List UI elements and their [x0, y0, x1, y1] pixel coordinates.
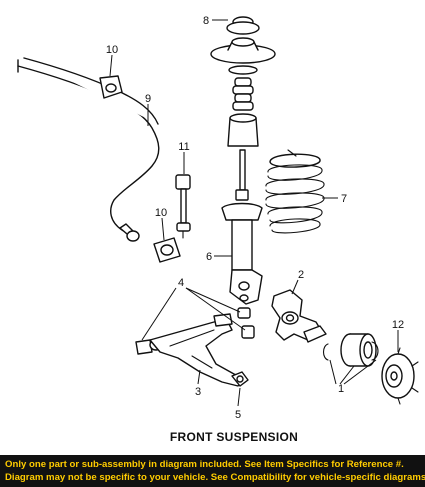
- leader-lines: [109, 19, 399, 407]
- callout-5: 5: [235, 409, 241, 421]
- disclaimer-banner: Only one part or sub-assembly in diagram…: [0, 455, 425, 487]
- callout-1: 1: [338, 383, 344, 395]
- wheel-bearing: [322, 333, 379, 367]
- callout-labels: 1 2 3 4 5 6 7 8 9 10 10 11 12: [106, 15, 404, 421]
- strut-assembly: [221, 149, 263, 305]
- dust-boot: [227, 113, 259, 147]
- callout-12: 12: [392, 319, 404, 331]
- callout-3: 3: [195, 386, 201, 398]
- disclaimer-line-1: Only one part or sub-assembly in diagram…: [5, 459, 404, 470]
- stabilizer-bushing-lower: [153, 237, 181, 263]
- callout-6: 6: [206, 251, 212, 263]
- stabilizer-bushing-upper: [99, 75, 123, 99]
- lower-control-arm: [149, 313, 245, 387]
- disclaimer-line-2: Diagram may not be specific to your vehi…: [5, 472, 425, 483]
- jounce-bumper: [232, 77, 254, 111]
- ball-joint: [231, 371, 249, 387]
- front-suspension-diagram: 1 2 3 4 5 6 7 8 9 10 10 11 12 FRONT SUSP…: [17, 15, 419, 444]
- stabilizer-bar: [17, 57, 160, 242]
- coil-spring: [265, 149, 325, 234]
- wheel-hub: [381, 347, 419, 405]
- callout-9: 9: [145, 93, 151, 105]
- callout-4: 4: [178, 277, 184, 289]
- callout-7: 7: [341, 193, 347, 205]
- diagram-caption: FRONT SUSPENSION: [170, 430, 298, 444]
- callout-10-upper: 10: [106, 44, 118, 56]
- steering-knuckle: [271, 289, 327, 343]
- callout-11: 11: [178, 141, 189, 153]
- strut-mount: [210, 16, 276, 75]
- callout-10-lower: 10: [155, 207, 167, 219]
- callout-2: 2: [298, 269, 304, 281]
- callout-8: 8: [203, 15, 209, 27]
- stabilizer-link: [175, 174, 191, 239]
